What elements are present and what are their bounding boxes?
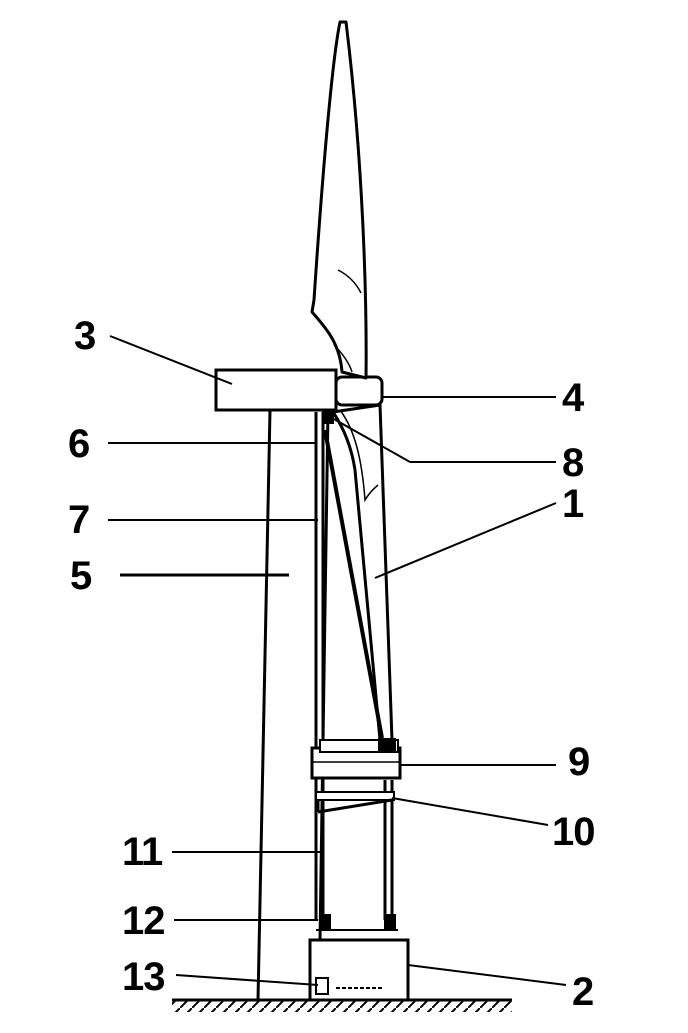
anchor-block [315,977,329,995]
callout-11: 11 [122,830,163,874]
callout-7: 7 [68,498,90,542]
guide-column [314,412,394,920]
pulley-block [322,410,334,424]
callout-5: 5 [70,554,92,598]
callout-4: 4 [562,376,584,420]
ground [172,998,512,1012]
callout-6: 6 [68,422,90,466]
lifting-platform [310,738,402,780]
hub [334,375,384,407]
base-foundation [308,938,410,1002]
leader-lines [108,335,567,986]
callout-12: 12 [122,899,165,943]
nacelle [214,368,338,412]
callout-8: 8 [562,441,584,485]
callout-9: 9 [568,740,590,784]
clamps [316,914,398,931]
callout-10: 10 [552,810,595,854]
callout-13: 13 [122,955,165,999]
callout-2: 2 [572,970,594,1014]
upper-blade [310,20,368,380]
hoisting-cable [323,429,384,739]
lower-blade [331,403,394,742]
callout-1: 1 [562,482,584,526]
callout-3: 3 [74,314,96,358]
support-bracket [315,791,395,814]
